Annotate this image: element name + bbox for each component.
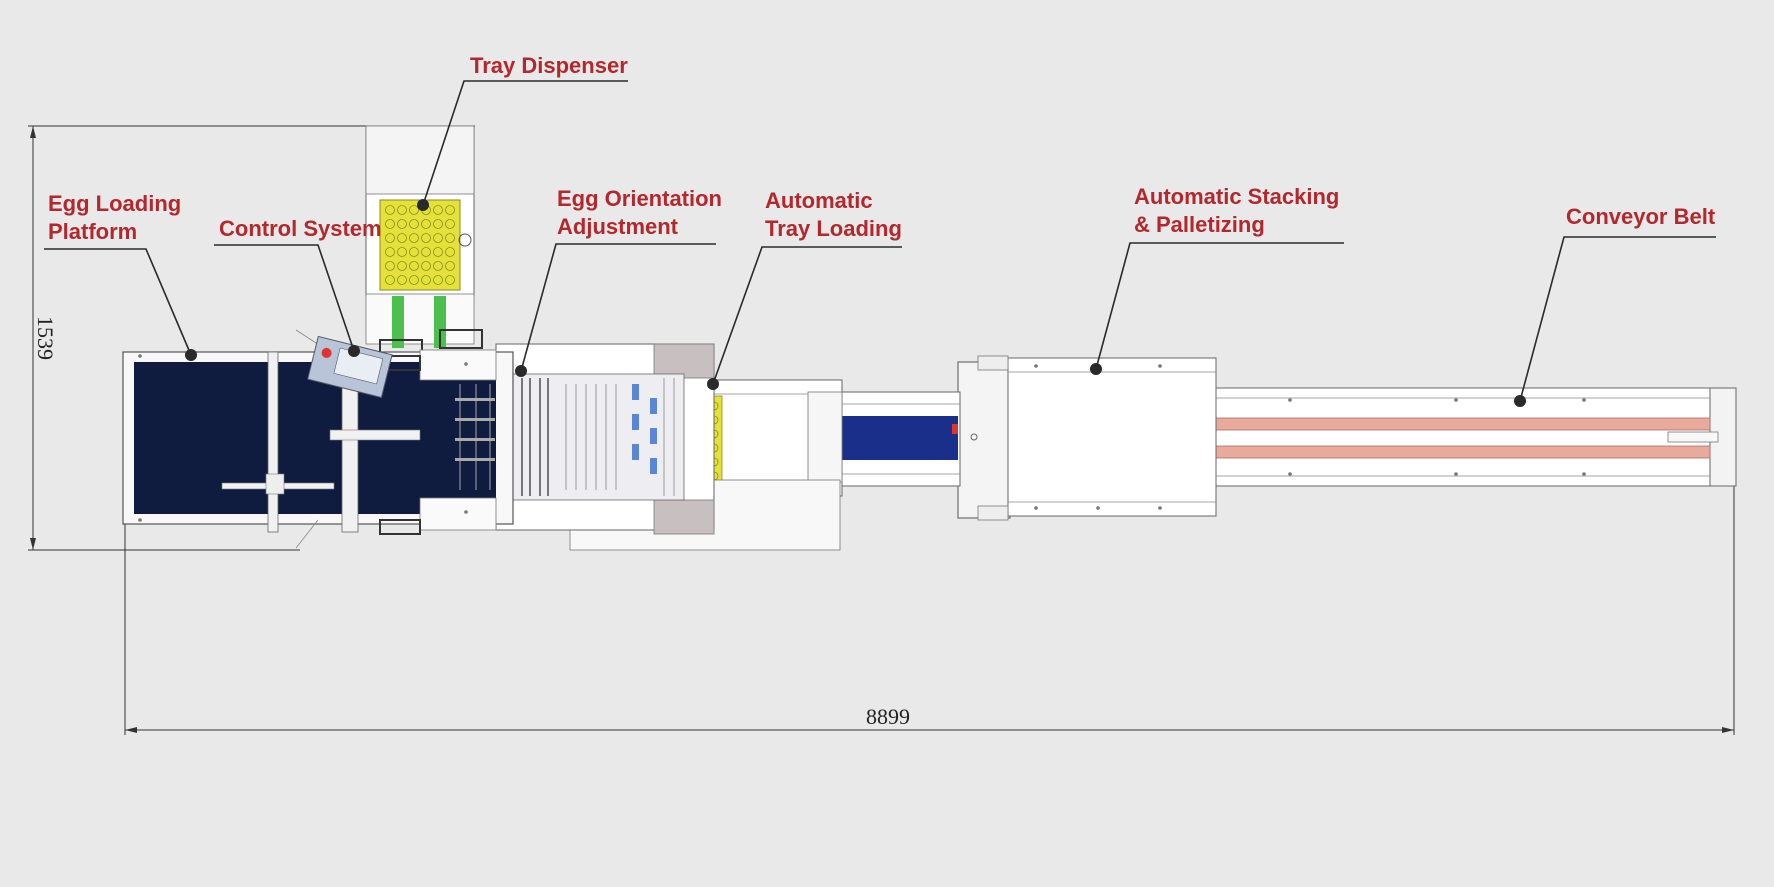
callout-label: Conveyor Belt [1566, 204, 1716, 229]
callout-automatic-stacking-palletizing: Automatic Stacking & Palletizing [1090, 184, 1346, 375]
callout-label: Tray Dispenser [470, 53, 628, 78]
width-dimension: 8899 [124, 400, 1735, 735]
stacking-palletizing-unit [957, 355, 1217, 521]
callout-tray-dispenser: Tray Dispenser [417, 53, 628, 211]
callout-conveyor-belt: Conveyor Belt [1514, 204, 1716, 407]
tray-dispenser-unit [365, 125, 483, 359]
svg-text:Control System: Control System [219, 216, 382, 241]
callout-label-line-1: Automatic [765, 188, 873, 213]
callout-label-line-2: Adjustment [557, 214, 679, 239]
conveyor-belt-unit [1209, 387, 1737, 487]
control-panel-unit [307, 335, 393, 399]
svg-text:Egg Orientation Adjustme: Egg Orientation Adjustment [557, 186, 728, 239]
width-dimension-value: 8899 [866, 704, 910, 729]
callout-label: Control System [219, 216, 382, 241]
orientation-adjustment-unit [495, 343, 715, 535]
svg-text:Conveyor Belt: Conveyor Belt [1566, 204, 1716, 229]
svg-text:Automatic Stacking & Pal: Automatic Stacking & Palletizing [1134, 184, 1346, 237]
callout-label-line-2: & Palletizing [1134, 212, 1265, 237]
height-dimension-value: 1539 [33, 316, 58, 360]
callout-label-line-1: Egg Loading [48, 191, 181, 216]
callout-control-system: Control System [214, 216, 382, 357]
svg-text:Automatic Tray Loading: Automatic Tray Loading [765, 188, 902, 241]
svg-text:Tray Dispenser: Tray Dispenser [470, 53, 628, 78]
callout-label-line-2: Platform [48, 219, 137, 244]
transfer-conveyor [839, 391, 961, 487]
callout-egg-orientation-adjustment: Egg Orientation Adjustment [515, 186, 728, 377]
callout-automatic-tray-loading: Automatic Tray Loading [707, 188, 902, 390]
callout-label-line-2: Tray Loading [765, 216, 902, 241]
callout-label-line-1: Automatic Stacking [1134, 184, 1339, 209]
svg-text:Egg Loading Platform: Egg Loading Platform [48, 191, 187, 244]
callout-egg-loading-platform: Egg Loading Platform [44, 191, 197, 361]
callout-label-line-1: Egg Orientation [557, 186, 722, 211]
